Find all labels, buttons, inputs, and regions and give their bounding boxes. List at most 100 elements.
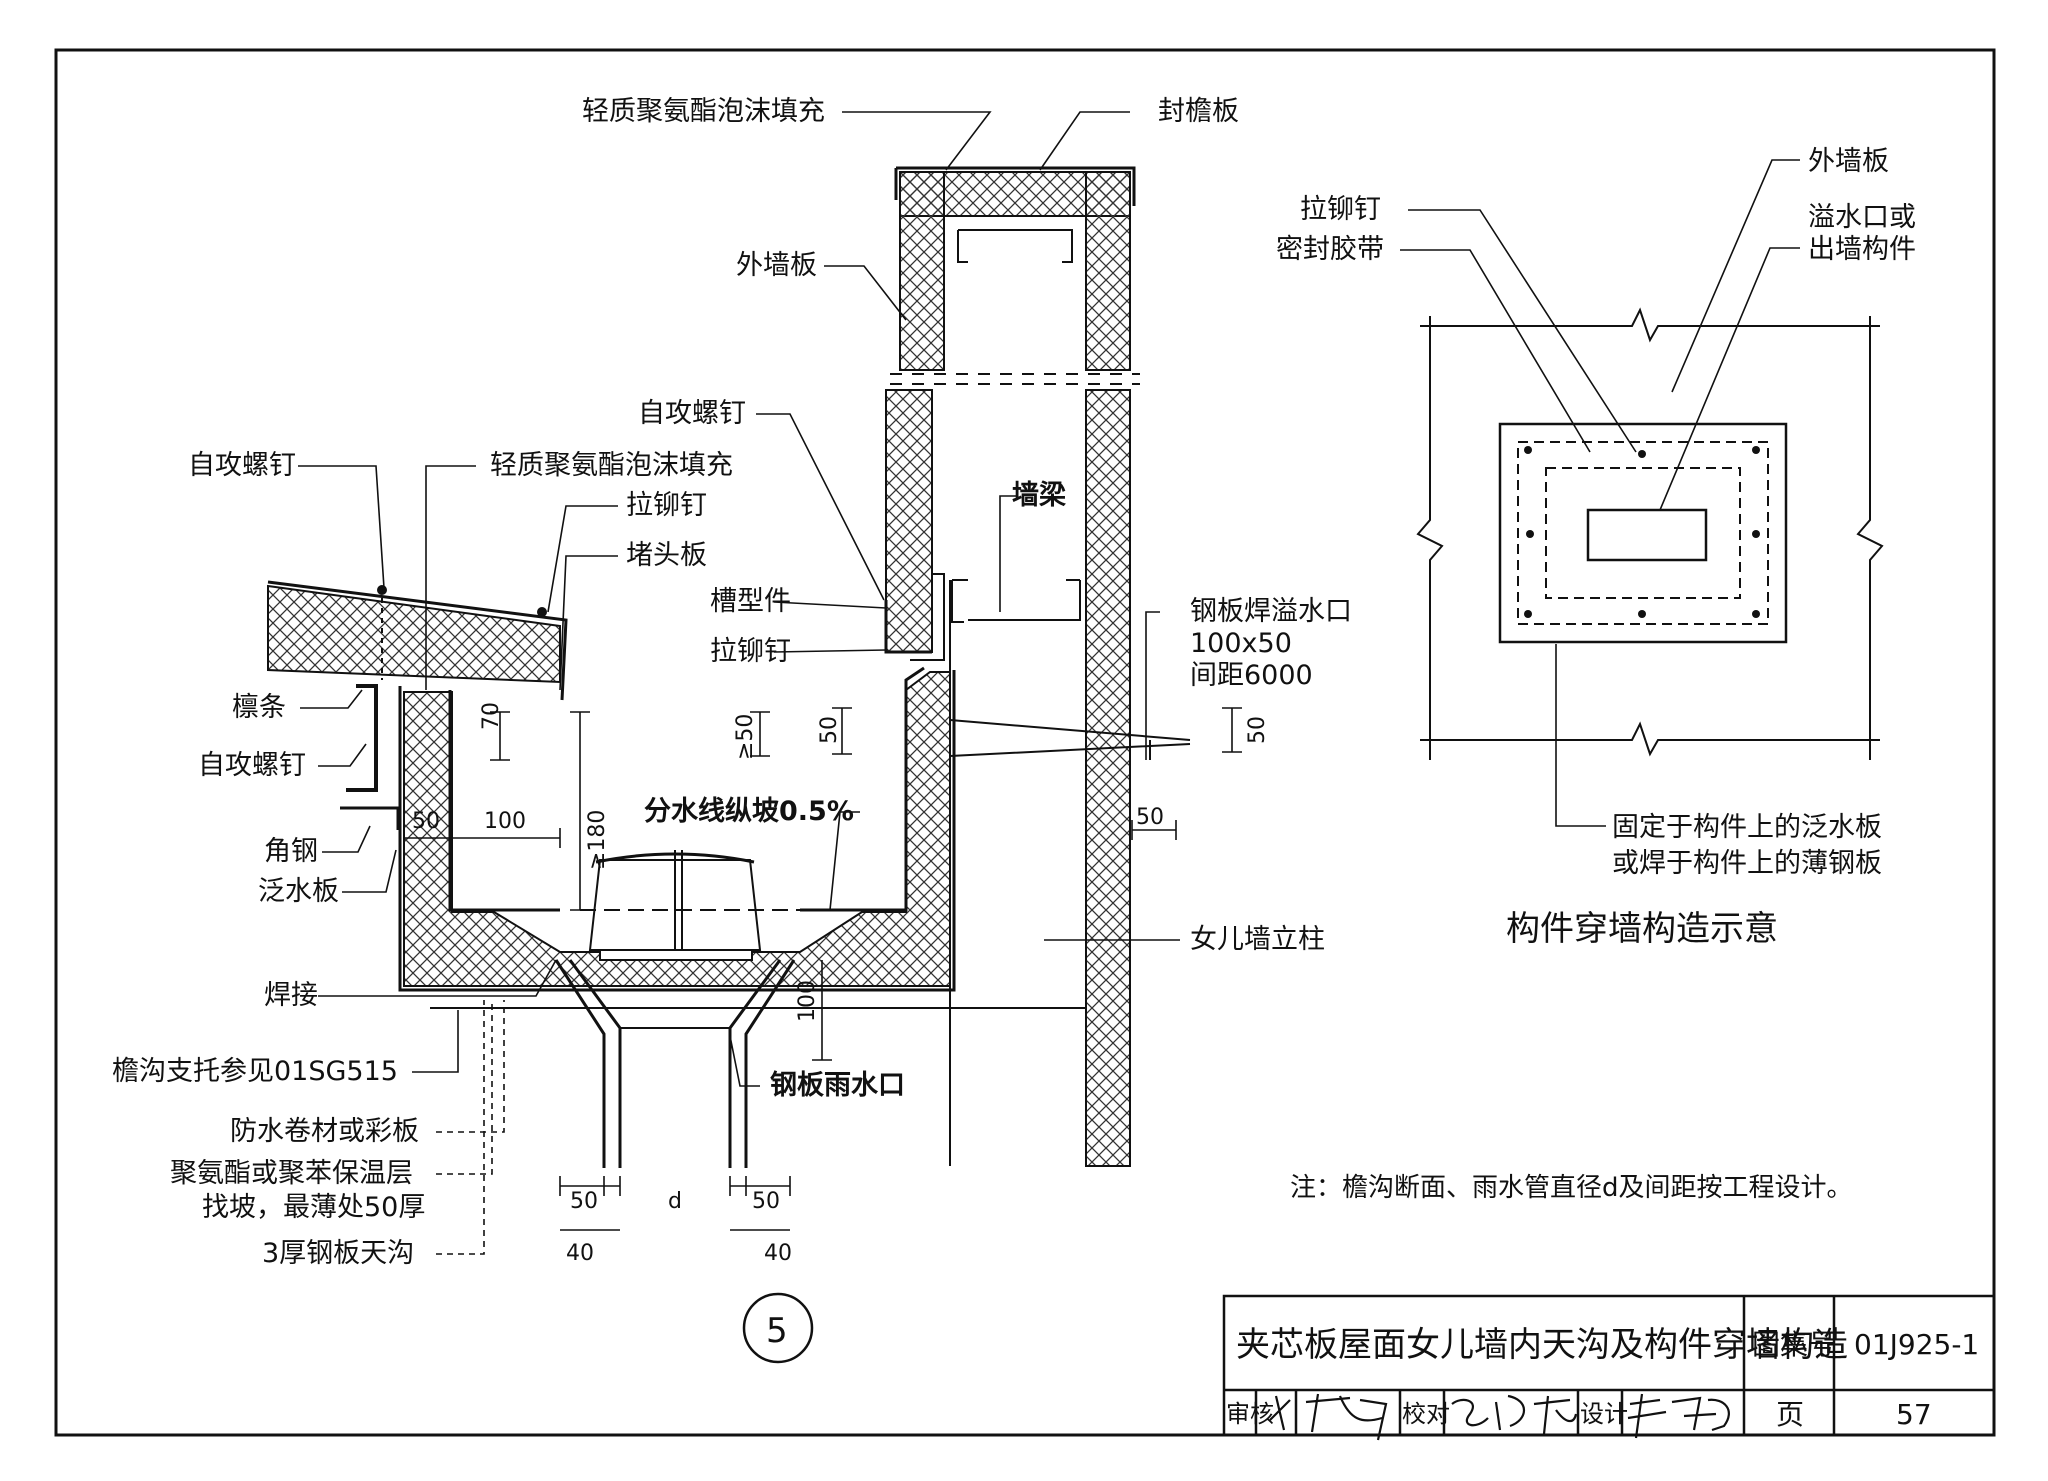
label-foam-fill-left: 轻质聚氨酯泡沫填充 <box>490 450 733 481</box>
label-overflow-spacing: 间距6000 <box>1190 660 1313 691</box>
drawing-frame <box>54 48 1996 1437</box>
gutter-inner-line <box>398 670 956 992</box>
dim-50-ge: ≥50 <box>733 714 758 760</box>
parapet-upper-right-panel <box>1085 171 1131 371</box>
section-circle <box>742 1292 814 1364</box>
strainer-rib <box>674 850 683 950</box>
label-foam-fill-top: 轻质聚氨酯泡沫填充 <box>582 96 825 127</box>
designer-signature <box>1627 1393 1730 1439</box>
outer-wall-left-panel <box>885 389 933 653</box>
general-note: 注：檐沟断面、雨水管直径d及间距按工程设计。 <box>1290 1173 1853 1203</box>
pen-outer-wall-panel: 外墙板 <box>1808 146 1889 177</box>
label-gutter-support: 檐沟支托参见01SG515 <box>112 1056 398 1087</box>
rivet-dots <box>1524 446 1760 618</box>
signatures <box>1269 1393 1730 1441</box>
label-insulation-line1: 聚氨酯或聚苯保温层 <box>170 1158 413 1189</box>
wall-edge-left <box>1416 316 1444 760</box>
label-waterproof-membrane: 防水卷材或彩板 <box>230 1116 419 1147</box>
wall-beam-left-channel <box>951 579 968 623</box>
atlas-label: 图集号 <box>1752 1328 1836 1361</box>
label-overflow-size: 100x50 <box>1190 628 1292 659</box>
overflow-opening <box>1586 508 1708 562</box>
main-detail <box>267 166 1191 1168</box>
overflow-slope <box>949 719 1191 757</box>
channel-bend <box>910 573 945 661</box>
dimension-texts: 70 100 50 ≥180 ≥50 50 50 50 100 50 d 50 … <box>412 702 1270 1266</box>
screw-head-left <box>377 585 387 595</box>
wall-break-bottom <box>1420 721 1880 757</box>
channel-piece <box>884 600 932 654</box>
rivet-head <box>537 607 547 617</box>
pen-flashing-line1: 固定于构件上的泛水板 <box>1612 812 1882 843</box>
dim-100: 100 <box>484 809 526 834</box>
parapet-upper-left-panel <box>899 171 945 371</box>
title-block <box>1222 1294 1996 1437</box>
steel-gutter-sheet <box>448 666 925 912</box>
design-label: 设计 <box>1580 1400 1628 1428</box>
eave-flashing <box>894 166 1136 206</box>
leader-lines <box>298 111 1180 1255</box>
drawing-title: 夹芯板屋面女儿墙内天沟及构件穿墙构造 <box>1236 1325 1848 1365</box>
label-wall-beam: 墙梁 <box>1012 480 1066 511</box>
pen-flashing-line2: 或焊于构件上的薄钢板 <box>1612 848 1882 879</box>
label-watershed-slope: 分水线纵坡0.5% <box>644 796 854 827</box>
label-steel-drain-outlet: 钢板雨水口 <box>770 1070 905 1101</box>
dim-40-left: 40 <box>566 1241 594 1266</box>
dimension-lines <box>403 707 1242 1231</box>
page-label: 页 <box>1776 1398 1804 1431</box>
pen-rivet: 拉铆钉 <box>1300 194 1381 225</box>
pen-caption: 构件穿墙构造示意 <box>1506 909 1778 949</box>
main-labels: 轻质聚氨酯泡沫填充 封檐板 外墙板 自攻螺钉 墙梁 槽型件 拉铆钉 钢板焊溢水口… <box>112 96 1352 1269</box>
pen-overflow-line1: 溢水口或 <box>1808 202 1916 233</box>
purlin <box>346 684 378 792</box>
wall-beam-right-channel <box>1066 579 1081 621</box>
wall-break-top <box>1420 307 1880 343</box>
label-parapet-column: 女儿墙立柱 <box>1190 924 1325 955</box>
pen-overflow-line2: 出墙构件 <box>1808 234 1916 265</box>
title-block-texts: 夹芯板屋面女儿墙内天沟及构件穿墙构造 图集号 01J925-1 审核 校对 设计… <box>1226 1325 1979 1431</box>
label-flashing: 泛水板 <box>258 876 339 907</box>
label-welding: 焊接 <box>264 980 318 1011</box>
wall-edge-right <box>1856 316 1884 760</box>
review-label: 审核 <box>1226 1400 1274 1428</box>
label-angle-steel: 角钢 <box>264 836 318 867</box>
label-insulation-line2: 找坡，最薄处50厚 <box>202 1192 425 1223</box>
dim-50-bottom-left: 50 <box>570 1189 598 1214</box>
dim-50-right: 50 <box>1245 716 1270 744</box>
top-channel <box>957 229 1073 263</box>
page-number: 57 <box>1896 1398 1932 1431</box>
label-self-tapping-screw-right: 自攻螺钉 <box>638 398 746 429</box>
label-outer-wall-panel: 外墙板 <box>736 250 817 281</box>
angle-steel <box>340 806 400 830</box>
label-self-tapping-screw-purlin: 自攻螺钉 <box>198 750 306 781</box>
outer-wall-right-panel <box>1085 389 1131 1167</box>
dim-40-right: 40 <box>764 1241 792 1266</box>
sealant-border <box>1517 441 1769 625</box>
label-rivet-left: 拉铆钉 <box>626 490 707 521</box>
check-label: 校对 <box>1402 1400 1450 1428</box>
label-rivet-right: 拉铆钉 <box>710 636 791 667</box>
pen-sealant-tape: 密封胶带 <box>1276 234 1384 265</box>
dim-d: d <box>668 1189 682 1214</box>
reviewer-signature <box>1269 1393 1388 1441</box>
dome-strainer <box>588 859 762 951</box>
label-steel-gutter: 3厚钢板天沟 <box>262 1238 414 1269</box>
dim-50-wall: 50 <box>1136 805 1164 830</box>
dim-180: ≥180 <box>585 810 610 870</box>
label-eave-board: 封檐板 <box>1158 96 1239 127</box>
checker-signature <box>1451 1394 1578 1435</box>
dim-50-left: 50 <box>412 809 440 834</box>
flashing-plate <box>1498 422 1788 644</box>
atlas-number: 01J925-1 <box>1854 1328 1979 1361</box>
break-line-upper <box>890 373 1140 385</box>
penetration-labels: 外墙板 拉铆钉 密封胶带 溢水口或 出墙构件 固定于构件上的泛水板 或焊于构件上… <box>1276 146 1916 949</box>
label-end-plate: 堵头板 <box>626 540 707 571</box>
penetration-detail <box>1400 159 1884 827</box>
label-channel-piece: 槽型件 <box>710 586 791 617</box>
dim-50-bottom-right: 50 <box>752 1189 780 1214</box>
label-self-tapping-screw-left: 自攻螺钉 <box>188 450 296 481</box>
dim-100-drain: 100 <box>795 980 820 1022</box>
label-overflow-title: 钢板焊溢水口 <box>1190 596 1352 627</box>
section-number: 5 <box>766 1311 788 1351</box>
